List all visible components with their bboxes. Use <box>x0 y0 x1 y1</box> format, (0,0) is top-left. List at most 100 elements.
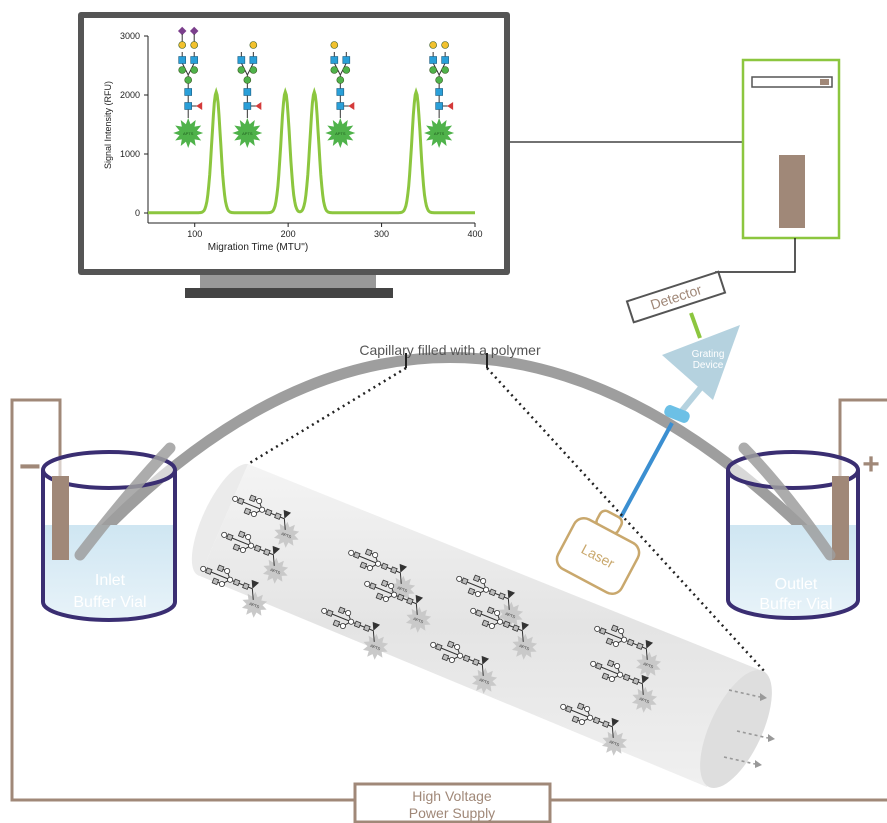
galactose-circle <box>178 41 187 49</box>
sugar-square <box>475 609 483 617</box>
sugar-circle <box>608 675 615 682</box>
aptS-star-icon <box>497 601 524 628</box>
fucose-triangle <box>415 594 424 604</box>
sugar-circle <box>256 498 263 505</box>
sugar-square <box>602 720 610 728</box>
glcnac-square <box>178 56 187 64</box>
glcnac-square <box>237 56 246 64</box>
glycan-motif: APTS <box>321 606 389 660</box>
sugar-circle <box>621 636 628 643</box>
aptS-label: APTS <box>434 131 445 136</box>
mannose-circle <box>184 76 193 84</box>
sugar-circle <box>578 718 585 725</box>
fucose-triangle <box>251 579 260 589</box>
outlet-label-line1: Outlet <box>775 576 818 593</box>
sugar-circle <box>239 546 246 553</box>
sugar-circle <box>584 706 591 713</box>
sugar-square <box>248 494 257 503</box>
aptS-label: APTS <box>242 131 253 136</box>
y-tick-label: 0 <box>135 208 140 218</box>
galactose-circle <box>190 41 199 49</box>
galactose-circle <box>330 41 339 49</box>
sugar-circle <box>200 565 207 572</box>
aptS-star-icon <box>241 591 268 618</box>
aptS-star-icon <box>405 606 432 633</box>
tower-panel <box>779 155 805 228</box>
sugar-square <box>498 592 506 600</box>
detector-cable <box>715 238 796 273</box>
glcnac-square <box>330 56 339 64</box>
glcnac-square <box>249 56 258 64</box>
detector: Detector <box>625 270 727 324</box>
sugar-square <box>380 562 389 571</box>
aptS-star-icon <box>471 667 498 694</box>
fucose-triangle <box>399 563 408 573</box>
sugar-square <box>592 716 601 725</box>
sugar-square <box>205 567 213 575</box>
glcnac-square <box>336 88 345 96</box>
sugar-square <box>467 587 476 596</box>
labeled-glycans: APTSAPTSAPTSAPTSAPTSAPTSAPTSAPTSAPTSAPTS… <box>200 494 662 756</box>
mannose-circle <box>330 66 339 74</box>
sugar-square <box>232 578 241 587</box>
sugar-square <box>353 551 361 559</box>
fucose-triangle <box>481 655 490 665</box>
x-tick-label: 400 <box>467 229 482 239</box>
inlet-label-line2: Buffer Vial <box>73 594 146 611</box>
glycan-motif: APTS <box>200 564 268 618</box>
sugar-circle <box>587 714 594 721</box>
sugar-square <box>472 574 481 583</box>
sugar-square <box>605 637 614 646</box>
mannose-circle <box>237 66 246 74</box>
y-tick-label: 2000 <box>120 90 140 100</box>
aptS-label: APTS <box>335 131 346 136</box>
sugar-square <box>359 561 368 570</box>
sugar-circle <box>480 578 487 585</box>
sugar-circle <box>474 590 481 597</box>
x-axis-label: Migration Time (MTU'') <box>208 242 309 253</box>
aptS-star-icon <box>173 118 204 148</box>
sugar-square <box>571 715 580 724</box>
sugar-circle <box>590 660 597 667</box>
inlet-label-line1: Inlet <box>95 572 126 589</box>
sugar-square <box>488 588 497 597</box>
sugar-square <box>264 508 273 517</box>
monitor-stand <box>185 288 393 298</box>
sugar-circle <box>348 618 355 625</box>
fucose-triangle <box>283 509 292 519</box>
sugar-square <box>599 627 607 635</box>
sugar-square <box>216 564 225 573</box>
sugar-square <box>380 579 389 588</box>
aptS-label: APTS <box>609 739 621 748</box>
sugar-circle <box>224 568 231 575</box>
sugar-circle <box>366 564 373 571</box>
high-voltage-power-supply: High Voltage Power Supply <box>353 782 552 823</box>
aptS-label: APTS <box>397 585 409 594</box>
sugar-square <box>237 530 246 539</box>
sugar-circle <box>232 495 239 502</box>
glycan-motif: APTS <box>221 530 289 584</box>
glycan-structure: APTS <box>424 41 455 148</box>
sugar-square <box>462 654 471 663</box>
glycan-motif: APTS <box>456 574 524 628</box>
sugar-circle <box>454 644 461 651</box>
sugar-circle <box>497 618 504 625</box>
sugar-square <box>242 582 250 590</box>
sugar-square <box>512 624 520 632</box>
sugar-square <box>502 620 511 629</box>
glcnac-square <box>441 56 449 64</box>
sugar-square <box>632 677 640 685</box>
aptS-star-icon <box>232 118 263 148</box>
glycan-motif: APTS <box>430 640 498 694</box>
aptS-star-icon <box>511 633 538 660</box>
sugar-square <box>576 702 585 711</box>
sugar-square <box>595 662 603 670</box>
glcnac-square <box>184 102 193 110</box>
sugar-square <box>211 577 220 586</box>
y-axis-label: Signal Intensity (RFU) <box>103 81 113 169</box>
sugar-square <box>441 653 450 662</box>
electropherogram-trace <box>148 86 475 215</box>
sugar-square <box>472 658 480 666</box>
